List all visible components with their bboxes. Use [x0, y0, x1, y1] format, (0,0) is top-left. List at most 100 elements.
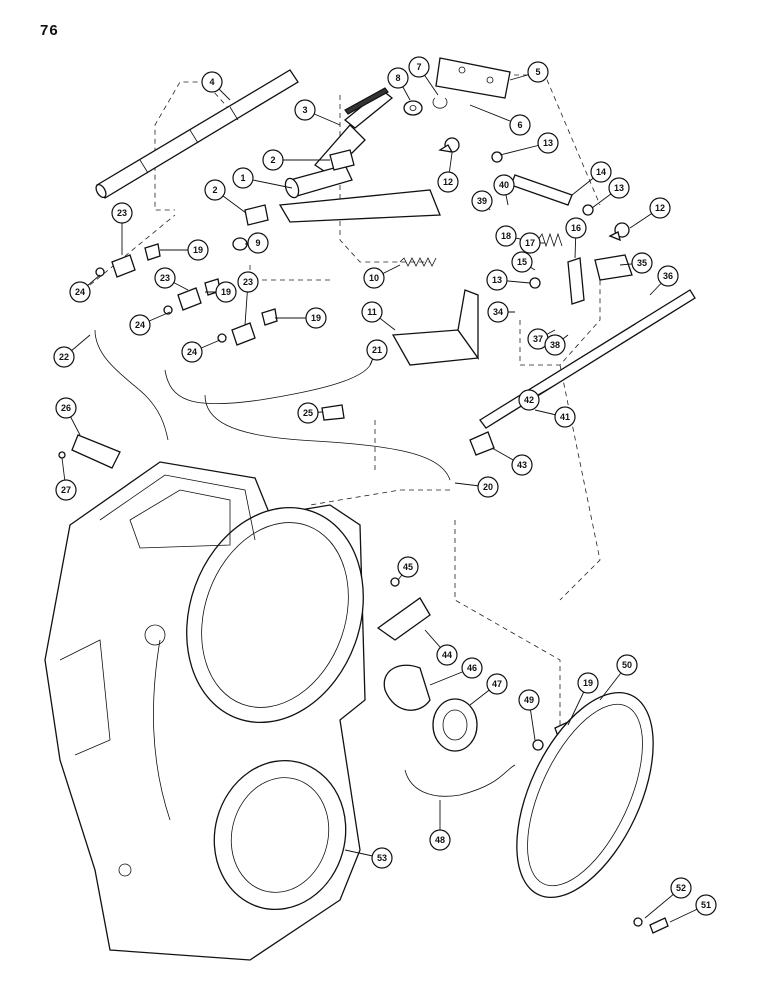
callout-circle: [544, 334, 566, 356]
callout-circle: [154, 267, 176, 289]
callout-number: 21: [372, 345, 382, 355]
callout-16: 16: [565, 217, 587, 239]
callout-13: 13: [486, 269, 508, 291]
callout-40: 40: [493, 174, 515, 196]
callout-6: 6: [509, 114, 531, 136]
callout-circle: [436, 644, 458, 666]
callout-circle: [305, 307, 327, 329]
plate-part: [435, 57, 511, 99]
callout-number: 1: [240, 173, 245, 183]
callout-circle: [461, 657, 483, 679]
callout-19: 19: [577, 672, 599, 694]
callout-39: 39: [471, 190, 493, 212]
callout-2: 2: [204, 179, 226, 201]
callout-19: 19: [215, 281, 237, 303]
callout-26: 26: [55, 397, 77, 419]
callout-circle: [187, 239, 209, 261]
callout-circle: [518, 389, 540, 411]
callout-14: 14: [590, 161, 612, 183]
callout-number: 3: [302, 105, 307, 115]
callout-circle: [363, 267, 385, 289]
callout-number: 38: [550, 340, 560, 350]
callout-circle: [649, 197, 671, 219]
callout-circle: [387, 67, 409, 89]
callout-number: 9: [255, 238, 260, 248]
callout-circle: [511, 251, 533, 273]
callout-24: 24: [69, 281, 91, 303]
callout-13: 13: [608, 177, 630, 199]
callout-circle: [232, 167, 254, 189]
callout-8: 8: [387, 67, 409, 89]
callout-18: 18: [495, 225, 517, 247]
hydraulic-line-parts: [94, 329, 516, 797]
callout-number: 19: [221, 287, 231, 297]
washer-parts: [232, 97, 448, 251]
bushing-parts: [244, 149, 355, 226]
callout-number: 50: [622, 660, 632, 670]
callout-number: 19: [583, 678, 593, 688]
callout-circle: [657, 265, 679, 287]
callout-9: 9: [247, 232, 269, 254]
callout-number: 37: [533, 334, 543, 344]
callout-circle: [297, 402, 319, 424]
callout-number: 13: [614, 183, 624, 193]
pedal-assembly: [278, 87, 441, 223]
callout-number: 8: [395, 73, 400, 83]
callout-number: 19: [193, 245, 203, 255]
callout-49: 49: [518, 689, 540, 711]
callout-circle: [55, 479, 77, 501]
callout-46: 46: [461, 657, 483, 679]
sleeve-part: [510, 174, 573, 206]
callout-circle: [129, 314, 151, 336]
callout-number: 19: [311, 313, 321, 323]
callout-labels: 1223456789101112121313131415161718191919…: [53, 56, 717, 916]
callout-circle: [509, 114, 531, 136]
callout-circle: [486, 673, 508, 695]
callout-number: 42: [524, 395, 534, 405]
callout-21: 21: [366, 339, 388, 361]
callout-number: 51: [701, 900, 711, 910]
callout-number: 13: [492, 275, 502, 285]
release-bearing-parts: [376, 577, 478, 752]
callout-circle: [519, 232, 541, 254]
callout-circle: [262, 149, 284, 171]
callout-47: 47: [486, 673, 508, 695]
callout-number: 5: [535, 67, 540, 77]
rod-end-parts: [438, 137, 630, 242]
callout-number: 48: [435, 835, 445, 845]
callout-11: 11: [361, 301, 383, 323]
callout-number: 16: [571, 223, 581, 233]
ring-part: [516, 691, 654, 899]
callout-circle: [608, 177, 630, 199]
callout-10: 10: [363, 267, 385, 289]
callout-number: 12: [443, 177, 453, 187]
callout-42: 42: [518, 389, 540, 411]
callout-number: 6: [517, 120, 522, 130]
callout-number: 22: [59, 352, 69, 362]
callout-circle: [294, 99, 316, 121]
callout-circle: [371, 847, 393, 869]
callout-51: 51: [695, 894, 717, 916]
small-parts: [58, 404, 345, 469]
callout-number: 43: [517, 460, 527, 470]
callout-circle: [361, 301, 383, 323]
callout-22: 22: [53, 346, 75, 368]
callout-15: 15: [511, 251, 533, 273]
transmission-housing-part: [44, 461, 366, 961]
callout-3: 3: [294, 99, 316, 121]
callout-number: 2: [212, 185, 217, 195]
callout-circle: [495, 225, 517, 247]
callout-23: 23: [154, 267, 176, 289]
callout-circle: [554, 406, 576, 428]
fitting-parts: [95, 243, 278, 346]
callout-number: 44: [442, 650, 452, 660]
callout-number: 25: [303, 408, 313, 418]
callout-4: 4: [201, 71, 223, 93]
callout-circle: [215, 281, 237, 303]
callout-circle: [616, 654, 638, 676]
callout-number: 12: [655, 203, 665, 213]
callout-12: 12: [649, 197, 671, 219]
callout-43: 43: [511, 454, 533, 476]
callout-number: 11: [367, 307, 377, 317]
callout-50: 50: [616, 654, 638, 676]
